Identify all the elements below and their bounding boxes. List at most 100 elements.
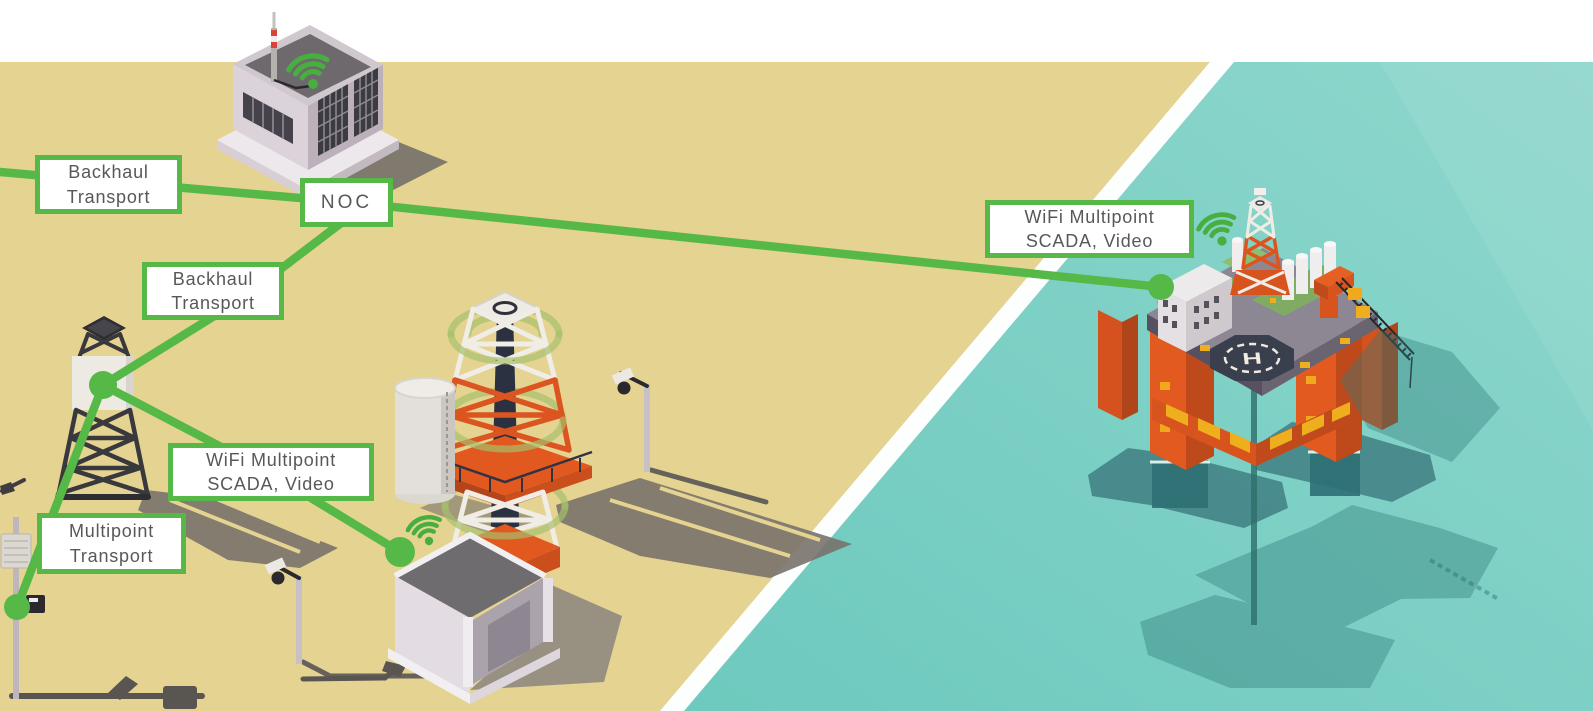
shelter-parapet — [393, 531, 547, 579]
cable-plug — [108, 676, 138, 700]
leg-clamp — [1160, 382, 1170, 390]
helipad: H — [1210, 335, 1294, 381]
tower-lattice-white-lower — [450, 489, 560, 551]
shelter-pillar — [543, 578, 553, 642]
noc-building — [217, 12, 399, 199]
module-windows — [1163, 296, 1219, 329]
cable-plug — [382, 661, 406, 677]
leg-clamp — [1306, 376, 1316, 384]
crane-pedestal — [1320, 296, 1338, 318]
label-line: Transport — [171, 293, 255, 313]
crane-cab — [1314, 280, 1328, 300]
antenna-band — [271, 42, 277, 48]
derrick-lattice — [77, 332, 131, 360]
crane-cab-top — [1314, 266, 1354, 287]
antenna-band — [271, 36, 277, 42]
label-line: Backhaul — [68, 162, 149, 183]
seafloor-shadow — [1140, 505, 1498, 688]
platform-leg-back — [1098, 310, 1122, 420]
submerged-leg — [1152, 460, 1208, 508]
platform-leg-back — [1122, 314, 1138, 420]
lamp-head-fragment — [0, 482, 15, 495]
platform-leg — [1336, 337, 1362, 462]
shelter-wall-left — [395, 576, 470, 695]
label-wifi-multipoint-onshore: WiFi Multipoint SCADA, Video — [168, 443, 374, 501]
shadow-slits — [609, 486, 821, 558]
derrick-lattice-orange — [1241, 235, 1281, 270]
camera-housing — [264, 557, 287, 575]
cctv-camera-icon — [617, 381, 631, 395]
cctv-camera-icon — [271, 571, 285, 585]
antenna-mast-icon — [271, 28, 277, 82]
label-backhaul-transport-1: Backhaul Transport — [35, 155, 182, 214]
drill-pipe — [1251, 385, 1257, 625]
cargo-box — [1348, 288, 1362, 300]
derrick-lattice-white — [1245, 204, 1276, 239]
tower-top-ring — [492, 301, 518, 315]
rig-derrick — [1230, 188, 1290, 295]
label-line: NOC — [320, 191, 373, 213]
window-grid-lines — [353, 69, 379, 134]
crown-ring — [1255, 200, 1265, 206]
storage-tank — [394, 377, 456, 504]
helipad-deck — [1210, 335, 1294, 381]
label-line: WiFi Multipoint — [205, 449, 337, 470]
helipad-h-marking: H — [1241, 349, 1263, 368]
cabinet-slats — [4, 540, 28, 563]
shelter-plinth — [388, 648, 470, 704]
label-backhaul-transport-2: Backhaul Transport — [142, 262, 284, 320]
lamp-pole — [296, 576, 302, 664]
crane-cable — [1409, 356, 1413, 389]
cargo-box — [1356, 306, 1370, 318]
platform-water-shadow — [1340, 330, 1500, 462]
platform-leg — [1150, 330, 1186, 470]
shelter-interior-dark — [488, 600, 530, 672]
junction-box — [163, 686, 197, 709]
tank-top — [394, 377, 456, 399]
tower-lattice-white-upper — [452, 306, 558, 383]
label-noc: NOC — [300, 178, 393, 227]
module-roof — [1158, 264, 1232, 302]
street-lamp-1 — [611, 367, 650, 472]
label-line: SCADA, Video — [1025, 231, 1154, 251]
substructure-braces — [1235, 270, 1287, 295]
crane-shadow — [1429, 558, 1501, 602]
network-node-dot — [89, 371, 117, 399]
crane — [1314, 266, 1415, 389]
antenna-tip — [272, 12, 276, 30]
lamp-shadow — [648, 467, 769, 505]
label-line: Backhaul — [172, 268, 254, 289]
beam-arches — [1166, 402, 1350, 453]
onshore-derrick — [55, 316, 151, 500]
window-grid-lines — [317, 84, 349, 153]
derrick-cap-top — [87, 319, 121, 337]
antenna-band — [271, 30, 277, 36]
window-mullions — [252, 97, 284, 139]
label-multipoint-transport: Multipoint Transport — [37, 513, 186, 574]
sea-area — [684, 62, 1593, 711]
label-line: WiFi Multipoint — [1024, 206, 1155, 227]
sea-highlight — [1380, 62, 1593, 430]
platform-leg-back — [1382, 322, 1398, 430]
network-node-dot — [1148, 274, 1174, 300]
lamp-pole — [644, 384, 650, 472]
network-nodes — [4, 274, 1174, 620]
network-node-dot — [4, 594, 30, 620]
antenna-cable — [273, 78, 312, 90]
label-line: Transport — [66, 186, 151, 207]
camera-lens — [29, 598, 38, 602]
noc-base-edge — [217, 140, 308, 199]
label-wifi-multipoint-offshore: WiFi Multipoint SCADA, Video — [985, 200, 1194, 258]
derrick-lattice — [55, 407, 151, 500]
helipad-ring — [1223, 342, 1281, 374]
equipment-cabinet — [0, 533, 32, 569]
offshore-platform: H — [1088, 188, 1501, 688]
label-line: Transport — [69, 545, 154, 566]
noc-window-band — [243, 92, 293, 144]
label-line: SCADA, Video — [207, 474, 335, 494]
derrick-shed-side — [126, 356, 134, 410]
equipment-shelter — [388, 513, 560, 704]
network-node-dot — [385, 537, 415, 567]
deck-edge — [1262, 312, 1378, 396]
